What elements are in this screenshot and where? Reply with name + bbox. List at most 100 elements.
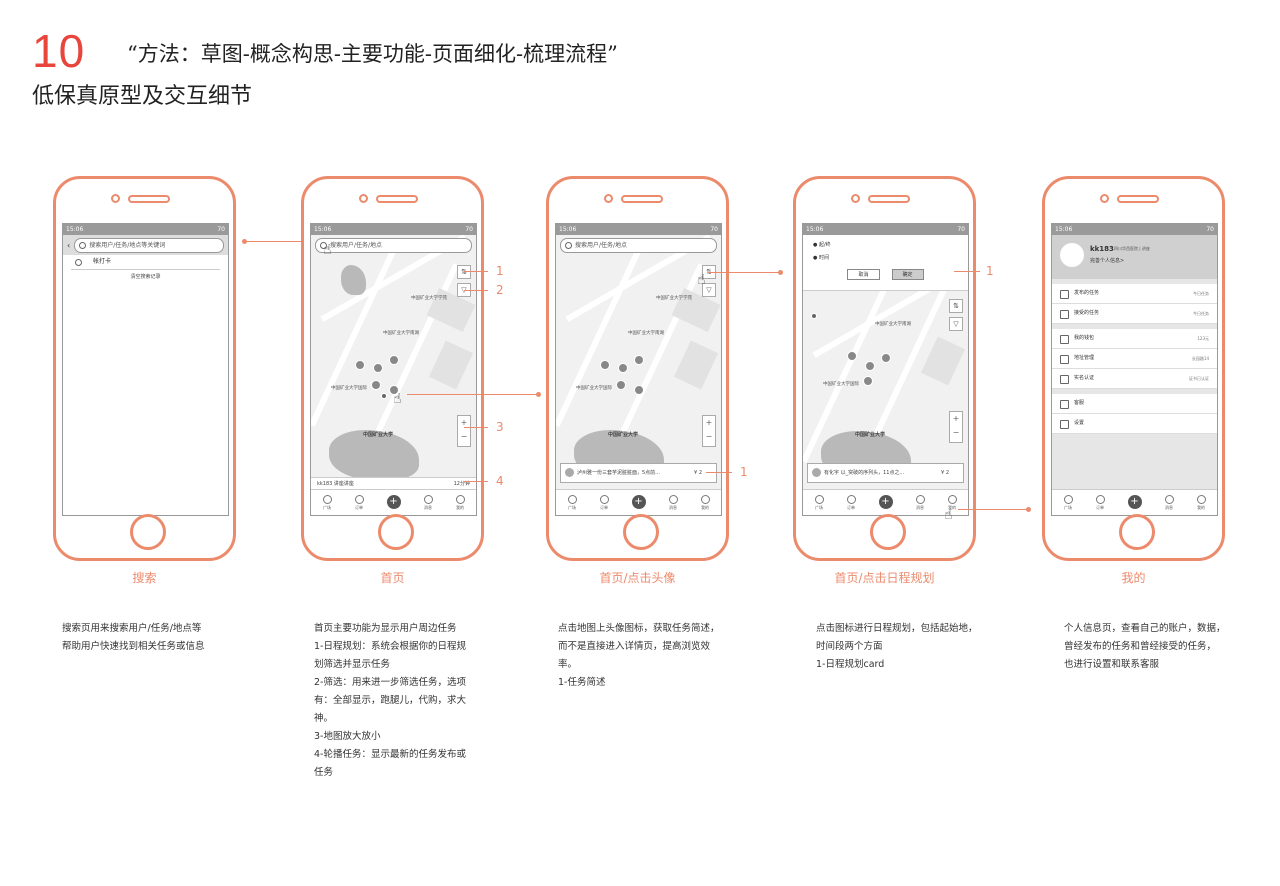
avatar-pin[interactable]	[373, 363, 383, 373]
home-button[interactable]	[378, 514, 414, 550]
map-label: 中国矿业大学国际	[331, 386, 367, 391]
tab-square[interactable]: 广场	[1063, 494, 1073, 511]
map[interactable]: 中国矿业大学学苑 中国矿业大学南湖 中国矿业大学国际 中国矿业大学 ⇅ ▽ +−	[311, 235, 476, 490]
tab-mine[interactable]: 我的	[947, 494, 957, 511]
avatar-pin[interactable]	[616, 380, 626, 390]
filter-icon[interactable]: ▽	[949, 317, 963, 331]
avatar-pin[interactable]	[863, 376, 873, 386]
avatar-pin[interactable]	[389, 385, 399, 395]
search-input[interactable]: 搜索用户/任务/地点等关键词	[74, 237, 224, 253]
zoom-control[interactable]: +−	[457, 415, 471, 447]
avatar[interactable]	[1060, 243, 1084, 267]
plus-icon: +	[1127, 495, 1142, 509]
search-input[interactable]: 搜索用户/任务/地点	[315, 237, 472, 253]
avatar-pin[interactable]	[881, 353, 891, 363]
tab-publish[interactable]: +	[1127, 495, 1142, 510]
menu-label: 接受的任务	[1074, 310, 1100, 316]
tab-square[interactable]: 广场	[814, 494, 824, 511]
cancel-button[interactable]: 取消	[847, 269, 880, 280]
avatar-pin[interactable]	[847, 351, 857, 361]
tab-mine[interactable]: 我的	[700, 494, 710, 511]
map[interactable]: 中国矿业大学学苑 中国矿业大学南湖 中国矿业大学国际 中国矿业大学 ⇅ ▽ +−	[556, 235, 721, 490]
tab-publish[interactable]: +	[631, 495, 646, 510]
menu-customer-service[interactable]: 客服	[1052, 394, 1217, 414]
avatar-pin[interactable]	[634, 355, 644, 365]
menu-wallet[interactable]: 123元我的钱包	[1052, 329, 1217, 349]
start-end-field[interactable]: ● 起/终	[813, 242, 831, 248]
tab-mine[interactable]: 我的	[1196, 494, 1206, 511]
avatar-pin[interactable]	[389, 355, 399, 365]
route-icon[interactable]: ⇅	[457, 265, 471, 279]
avatar-pin[interactable]	[865, 361, 875, 371]
home-button[interactable]	[130, 514, 166, 550]
menu-settings[interactable]: 设置	[1052, 414, 1217, 434]
tab-publish[interactable]: +	[386, 495, 401, 510]
tab-square[interactable]: 广场	[567, 494, 577, 511]
tab-orders[interactable]: 订单	[846, 494, 856, 511]
history-item[interactable]: 帐打卡	[71, 255, 220, 270]
menu-value: 123元	[1197, 336, 1209, 341]
time-field[interactable]: ● 时间	[813, 255, 829, 261]
zoom-control[interactable]: +−	[702, 415, 716, 447]
search-row: 搜索用户/任务/地点	[556, 235, 721, 255]
avatar-pin[interactable]	[600, 360, 610, 370]
tab-label: 广场	[815, 504, 823, 510]
subtitle: 低保真原型及交互细节	[32, 84, 253, 109]
connector-line	[245, 241, 321, 242]
tab-label: 我的	[1197, 504, 1205, 510]
home-button[interactable]	[1119, 514, 1155, 550]
status-time: 15:06	[66, 226, 84, 233]
map-label: 中国矿业大学国际	[576, 386, 612, 391]
search-icon	[75, 259, 82, 266]
avatar-pin[interactable]	[355, 360, 365, 370]
filter-icon[interactable]: ▽	[702, 283, 716, 297]
tab-orders[interactable]: 订单	[599, 494, 609, 511]
menu-published-tasks[interactable]: 今日任务发布的任务	[1052, 284, 1217, 304]
avatar-pin[interactable]	[371, 380, 381, 390]
home-button[interactable]	[870, 514, 906, 550]
map[interactable]: 中国矿业大学南湖 中国矿业大学国际 中国矿业大学 ⇅ ▽ +−	[803, 291, 968, 490]
home-button[interactable]	[623, 514, 659, 550]
profile-header[interactable]: kk183 四川华西医院 | 讲座 完善个人信息>	[1052, 235, 1217, 279]
avatar-pin[interactable]	[618, 363, 628, 373]
location-pin[interactable]	[381, 393, 387, 399]
menu-accepted-tasks[interactable]: 今日任务接受的任务	[1052, 304, 1217, 324]
desc-line: 时间段两个方面	[816, 641, 883, 652]
tab-mine[interactable]: 我的	[455, 494, 465, 511]
speaker	[128, 195, 170, 203]
location-pin[interactable]	[811, 313, 817, 319]
desc-line: 1-日程规划：系统会根据你的日程规	[314, 641, 466, 652]
tab-square[interactable]: 广场	[322, 494, 332, 511]
task-summary-card[interactable]: 有化宇 以_突破的序列头，11点之...¥ 2	[807, 463, 964, 483]
user-icon	[455, 494, 465, 504]
menu-verification[interactable]: 证书已认证实名认证	[1052, 369, 1217, 389]
speaker	[621, 195, 663, 203]
tab-orders[interactable]: 订单	[1095, 494, 1105, 511]
connector-dot	[778, 270, 783, 275]
menu-group-support: 客服 设置	[1052, 394, 1217, 434]
avatar-pin[interactable]	[634, 385, 644, 395]
menu-label: 设置	[1074, 420, 1085, 426]
tab-messages[interactable]: 消息	[915, 494, 925, 511]
clear-history-button[interactable]: 清空搜索记录	[130, 274, 161, 280]
tab-messages[interactable]: 消息	[1164, 494, 1174, 511]
tab-publish[interactable]: +	[878, 495, 893, 510]
task-summary-card[interactable]: 泸州雅一份三套芋泥脏脏面，5点前...¥ 2	[560, 463, 717, 483]
complete-profile-link[interactable]: 完善个人信息>	[1090, 258, 1125, 264]
search-placeholder: 搜索用户/任务/地点等关键词	[89, 241, 166, 249]
zoom-control[interactable]: +−	[949, 411, 963, 443]
tab-messages[interactable]: 消息	[668, 494, 678, 511]
tab-messages[interactable]: 消息	[423, 494, 433, 511]
tab-orders[interactable]: 订单	[354, 494, 364, 511]
desc-line: 首页主要功能为显示用户周边任务	[314, 623, 457, 634]
confirm-button[interactable]: 确定	[891, 269, 924, 280]
menu-label: 发布的任务	[1074, 290, 1100, 296]
back-icon[interactable]: ‹	[67, 240, 71, 250]
route-icon[interactable]: ⇅	[949, 299, 963, 313]
search-input[interactable]: 搜索用户/任务/地点	[560, 237, 717, 253]
caption-avatar: 首页/点击头像	[599, 571, 676, 585]
